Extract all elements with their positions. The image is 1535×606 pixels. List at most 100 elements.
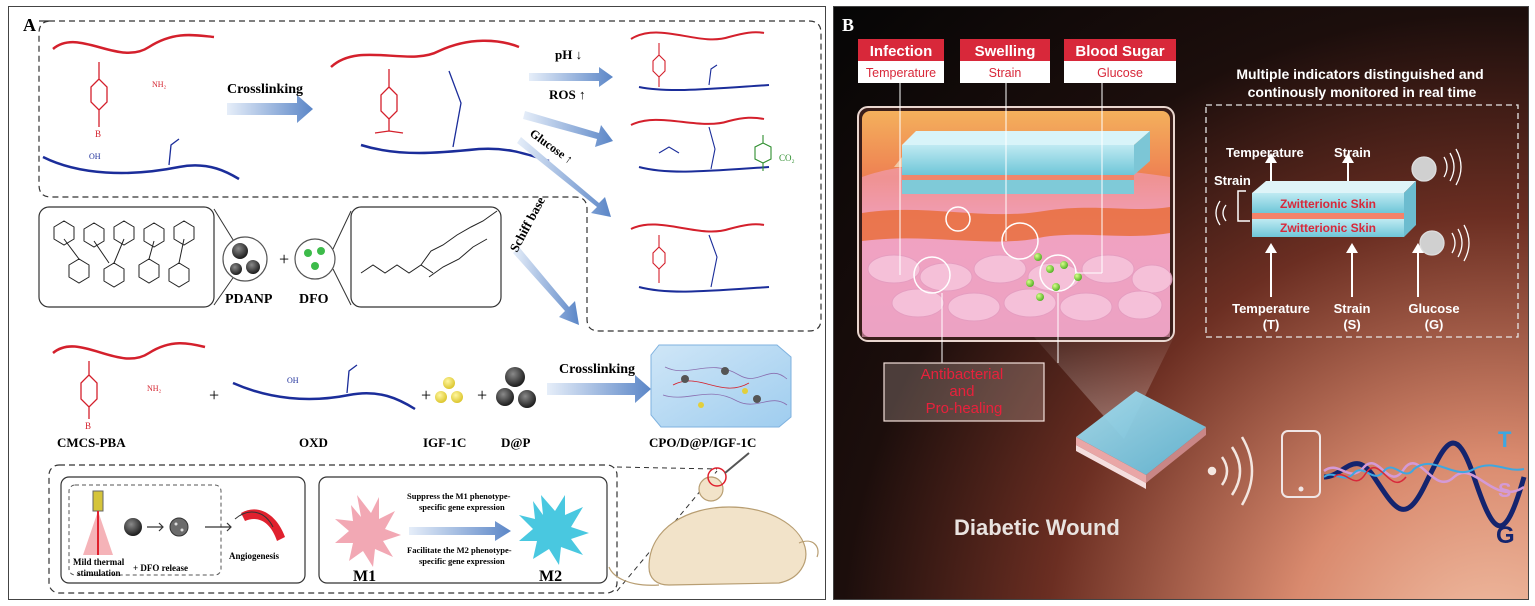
mild-thermal-line-1: Mild thermal [73, 557, 125, 567]
schiff-base-arrow [513, 247, 579, 325]
stimulus-arrows [517, 67, 613, 217]
component-igf-1c: IGF-1C [423, 435, 466, 450]
panel-a: A B NH₂ OH Crosslinking pH ↓ ROS ↑ Gluco… [8, 6, 826, 600]
indicator-blood-sugar-sub: Glucose [1097, 66, 1143, 80]
zwitterionic-skin-bottom: Zwitterionic Skin [1280, 221, 1376, 235]
cmcs-pba-molecule-top: B NH₂ [52, 33, 215, 139]
m1-to-m2-arrow [409, 521, 511, 541]
product-ros [630, 116, 770, 173]
crosslinking-arrow-top [227, 95, 313, 123]
suppress-label: Suppress the M1 phenotype- specific gene… [407, 491, 513, 512]
suppress-line-2: specific gene expression [419, 502, 505, 512]
component-cmcs-pba: CMCS-PBA [57, 435, 126, 450]
monitor-temperature-abbr: (T) [1263, 317, 1280, 332]
signal-waveforms [1323, 440, 1527, 529]
panel-a-letter: A [23, 15, 36, 35]
byproduct-phenol: CO₂ [754, 135, 795, 171]
boron-label-bottom: B [85, 421, 91, 431]
plus-sign-2: + [209, 385, 219, 405]
strain-bracket [1237, 190, 1250, 222]
crosslinked-network [330, 39, 550, 163]
component-oxd: OXD [299, 435, 328, 450]
antibacterial-line-2: and [949, 383, 974, 400]
top-dashed-frame [38, 20, 822, 332]
antibacterial-line-1: Antibacterial [921, 366, 1004, 383]
plus-sign-4: + [477, 385, 487, 405]
diabetic-wound-label: Diabetic Wound [954, 515, 1120, 540]
dfo-zoom-wedge [332, 210, 352, 306]
vessel-icon [205, 509, 285, 541]
stimulus-ros: ROS ↑ [549, 87, 585, 102]
facilitate-line-2: specific gene expression [419, 556, 505, 566]
component-d-at-p: D@P [501, 435, 530, 450]
indicator-swelling-sub: Strain [989, 66, 1022, 80]
crosslinking-label-top: Crosslinking [227, 82, 303, 97]
signal-t-wave [1323, 463, 1525, 479]
m1-label: M1 [353, 568, 376, 585]
angiogenesis-label: Angiogenesis [229, 551, 280, 561]
thermal-inner-box [68, 484, 222, 576]
panel-b: B Infection Temperature Swelling Strain … [833, 6, 1529, 600]
facilitate-label: Facilitate the M2 phenotype- specific ge… [407, 545, 514, 566]
zwitterionic-skin-top: Zwitterionic Skin [1280, 197, 1376, 211]
indicator-blood-sugar-title: Blood Sugar [1075, 43, 1164, 60]
monitor-title: Multiple indicators distinguished and co… [1236, 66, 1487, 100]
cmcs-pba-molecule-bottom: NH₂ B [52, 342, 206, 431]
component-cpo-d-at-p-igf-1c: CPO/D@P/IGF-1C [649, 435, 756, 450]
plus-sign-3: + [421, 385, 431, 405]
zoom-circle-top [945, 206, 971, 232]
signal-t-label: T [1498, 427, 1512, 452]
igf-1c-particles [435, 377, 463, 403]
schiff-base-label: Schiff base [506, 194, 548, 254]
d-at-p-particles [496, 367, 536, 408]
signal-red-wave [1333, 466, 1407, 484]
antibacterial-line-3: Pro-healing [926, 400, 1003, 417]
crosslinking-label-bottom: Crosslinking [559, 362, 635, 377]
indicator-blood-sugar: Blood Sugar Glucose [1064, 39, 1176, 83]
indicator-swelling: Swelling Strain [960, 39, 1050, 83]
mild-thermal-line-2: stimulation [77, 568, 121, 578]
signal-g-label: G [1496, 522, 1515, 549]
zoom-circle-swelling [1001, 222, 1039, 260]
product-glucose [630, 223, 770, 293]
monitor-title-line-2: continously monitored in real time [1248, 84, 1477, 100]
monitor-strain-abbr: (S) [1343, 317, 1360, 332]
particle-release-icon [124, 517, 189, 537]
indicator-swelling-title: Swelling [975, 43, 1036, 60]
phone-icon [1281, 430, 1321, 498]
signal-g-wave [1323, 440, 1527, 529]
nh2-label: NH₂ [152, 80, 167, 89]
stimulus-ph: pH ↓ [555, 47, 582, 62]
monitor-strain-top: Strain [1334, 145, 1371, 160]
nh2-label-bottom: NH₂ [147, 384, 162, 393]
plus-sign-1: + [279, 249, 289, 269]
m1-macrophage [335, 495, 401, 567]
stimulus-glucose: Glucose ↑ [527, 126, 575, 167]
crosslinking-arrow-bottom [547, 375, 651, 403]
panel-b-letter: B [842, 15, 854, 35]
wearable-patch [1076, 391, 1206, 489]
dfo-structure-box [350, 206, 502, 308]
pdanp-label: PDANP [225, 292, 273, 307]
indicator-infection-title: Infection [870, 43, 933, 60]
signal-s-label: S [1498, 480, 1511, 502]
mild-thermal-label: Mild thermal stimulation [73, 557, 127, 578]
thermal-box [60, 476, 306, 584]
indicator-infection-sub: Temperature [866, 66, 936, 80]
skin-cross-section [857, 83, 1175, 342]
monitor-title-line-1: Multiple indicators distinguished and [1236, 66, 1483, 82]
mouse-illustration [608, 452, 819, 586]
oh-label: OH [89, 152, 101, 161]
macrophage-box [318, 476, 608, 584]
facilitate-line-1: Facilitate the M2 phenotype- [407, 545, 512, 555]
monitor-temperature-bottom: Temperature [1232, 301, 1310, 316]
zwitterionic-skin-device: Zwitterionic Skin Zwitterionic Skin [1252, 181, 1416, 237]
monitor-temperature-top: Temperature [1226, 145, 1304, 160]
antibacterial-label: Antibacterial and Pro-healing [921, 366, 1008, 417]
dfo-release-label: + DFO release [133, 563, 188, 573]
m2-label: M2 [539, 568, 562, 585]
hydrogel [650, 344, 792, 428]
pdanp-particles [222, 236, 268, 282]
product-ph [630, 31, 770, 92]
m2-macrophage [519, 495, 589, 565]
